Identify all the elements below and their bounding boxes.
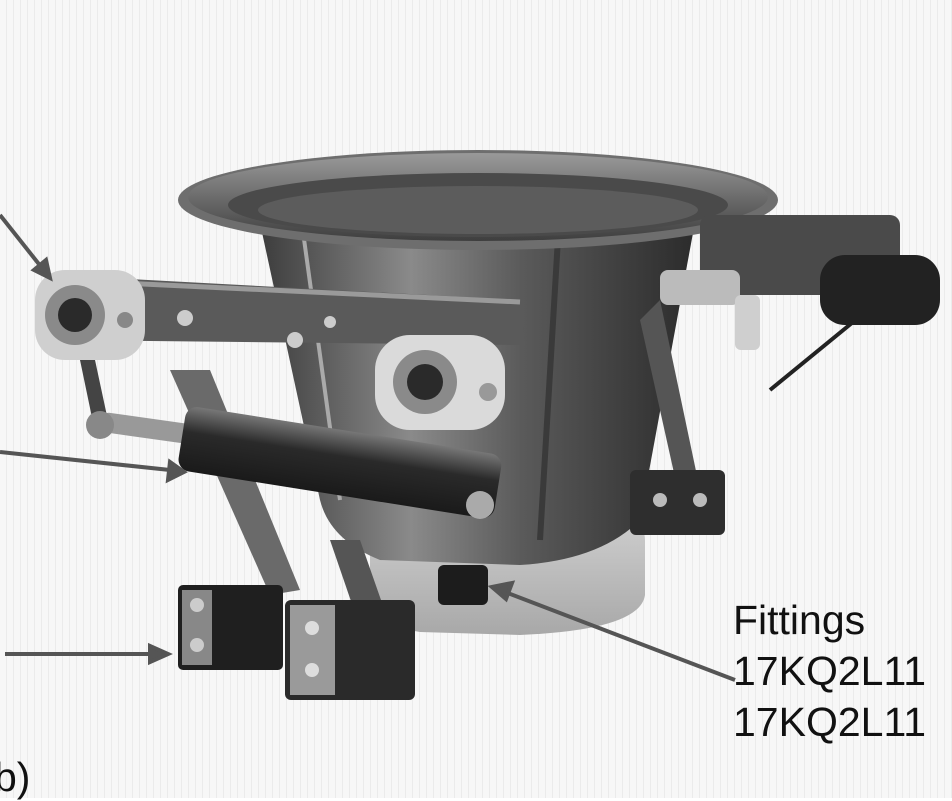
center-pivot: [375, 335, 505, 430]
hydraulic-cylinder: [86, 407, 502, 519]
right-bracket: [630, 470, 725, 535]
top-flange: [178, 150, 778, 250]
fittings-part-2: 17KQ2L11: [733, 699, 927, 745]
fittings-title: Fittings: [733, 597, 866, 643]
left-pivot: [35, 270, 145, 360]
fitting-block: [438, 565, 488, 605]
pointer-arrows: [0, 213, 736, 682]
fittings-part-1: 17KQ2L11: [733, 648, 927, 694]
right-actuator: [640, 215, 940, 500]
mount-feet: [178, 585, 415, 700]
figure-marker: b): [0, 754, 31, 800]
